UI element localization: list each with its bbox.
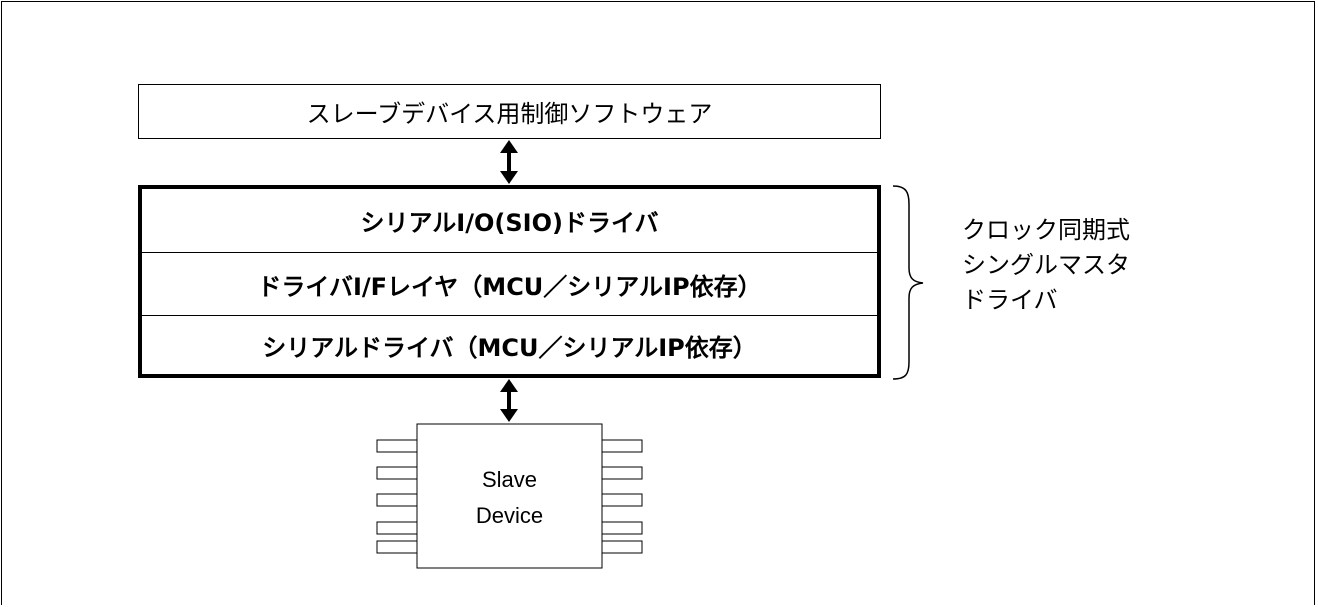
serial-driver-label: シリアルドライバ（MCU／シリアルIP依存） <box>262 333 757 362</box>
sio-driver-label: シリアルI/O(SIO)ドライバ <box>360 209 659 237</box>
driver-type-label: クロック同期式 シングルマスタ ドライバ <box>962 213 1130 318</box>
driver-if-label: ドライバI/Fレイヤ（MCU／シリアルIP依存） <box>257 272 762 301</box>
chip-pins-right <box>601 439 643 554</box>
slave-device-label: Slave Device <box>417 462 602 534</box>
slave-device-line1: Slave <box>481 467 538 492</box>
slave-device-chip <box>416 423 603 569</box>
driver-stack: シリアルI/O(SIO)ドライバ ドライバI/Fレイヤ（MCU／シリアルIP依存… <box>138 185 881 378</box>
curly-brace <box>892 185 924 380</box>
bidirectional-arrow-top <box>500 140 518 184</box>
sio-driver-layer: シリアルI/O(SIO)ドライバ <box>142 189 877 253</box>
chip-pins-left <box>376 439 418 554</box>
driver-if-layer: ドライバI/Fレイヤ（MCU／シリアルIP依存） <box>142 253 877 316</box>
serial-driver-layer: シリアルドライバ（MCU／シリアルIP依存） <box>142 316 877 374</box>
control-software-label: スレーブデバイス用制御ソフトウェア <box>306 100 713 128</box>
bidirectional-arrow-bottom <box>500 379 518 422</box>
driver-type-line1: クロック同期式 <box>962 216 1130 244</box>
control-software-box: スレーブデバイス用制御ソフトウェア <box>138 84 881 139</box>
driver-type-line3: ドライバ <box>962 286 1058 314</box>
driver-type-line2: シングルマスタ <box>962 251 1130 279</box>
slave-device-line2: Device <box>475 503 544 528</box>
